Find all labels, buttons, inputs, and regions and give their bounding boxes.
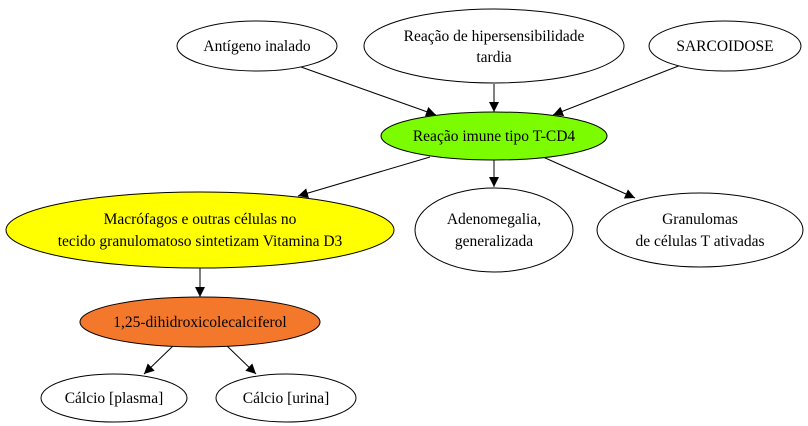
node-sarcoidose-label: SARCOIDOSE — [676, 38, 773, 55]
edge-sarcoidose-to-reacao-imune — [552, 64, 682, 117]
edge-reacao-imune-to-granulomas — [542, 156, 636, 199]
node-macrofagos-label-line2: tecido granulomatoso sintetizam Vitamina… — [58, 233, 343, 250]
node-adenomegalia-label-line2: generalizada — [455, 233, 533, 250]
node-dihidroxicolecalciferol-label: 1,25-dihidroxicolecalciferol — [113, 314, 286, 331]
node-adenomegalia: Adenomegalia, generalizada — [414, 187, 574, 273]
node-reacao-imune-label: Reação imune tipo T-CD4 — [413, 128, 576, 145]
node-dihidroxicolecalciferol: 1,25-dihidroxicolecalciferol — [79, 296, 321, 348]
edge-dihidroxi-to-calcio-urina — [224, 343, 257, 375]
node-sarcoidose: SARCOIDOSE — [648, 20, 802, 72]
node-granulomas-label-line2: de células T ativadas — [636, 233, 765, 250]
node-calcio-urina: Cálcio [urina] — [215, 373, 357, 423]
edge-antigeno-to-reacao-imune — [286, 61, 437, 117]
node-hipersensibilidade-label-line2: tardia — [476, 49, 511, 66]
node-antigeno-label: Antígeno inalado — [203, 38, 310, 55]
node-calcio-urina-label: Cálcio [urina] — [243, 390, 330, 407]
edge-reacao-imune-to-macrofagos — [297, 156, 431, 198]
node-granulomas: Granulomas de células T ativadas — [596, 192, 804, 268]
node-hipersensibilidade-label-line1: Reação de hipersensibilidade — [404, 28, 585, 45]
node-granulomas-label-line1: Granulomas — [662, 211, 738, 228]
node-reacao-imune: Reação imune tipo T-CD4 — [380, 111, 608, 161]
node-macrofagos-label-line1: Macrófagos e outras células no — [104, 211, 297, 228]
node-calcio-plasma: Cálcio [plasma] — [40, 373, 188, 423]
edge-dihidroxi-to-calcio-plasma — [143, 343, 176, 375]
node-calcio-plasma-label: Cálcio [plasma] — [65, 390, 164, 407]
node-macrofagos: Macrófagos e outras células no tecido gr… — [5, 191, 395, 269]
node-hipersensibilidade: Reação de hipersensibilidade tardia — [363, 8, 625, 84]
node-adenomegalia-label-line1: Adenomegalia, — [447, 211, 541, 228]
edges — [143, 61, 682, 375]
node-antigeno: Antígeno inalado — [176, 20, 338, 72]
